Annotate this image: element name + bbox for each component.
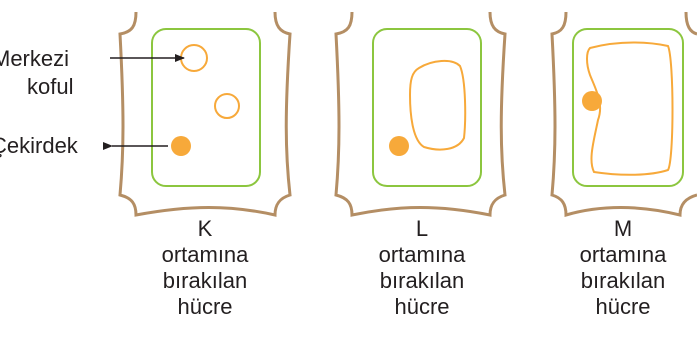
caption-l-line3: bırakılan bbox=[379, 268, 465, 293]
caption-l-letter: L bbox=[415, 216, 429, 241]
cell-k-membrane bbox=[151, 28, 261, 187]
vacuole-label-line1: Merkezi bbox=[0, 46, 70, 71]
cell-k-wall bbox=[118, 11, 292, 217]
cell-m-membrane bbox=[572, 28, 684, 187]
cell-l-nucleus bbox=[389, 136, 409, 156]
caption-k-line3: bırakılan bbox=[162, 268, 248, 293]
cell-l-vacuole bbox=[408, 60, 467, 151]
cell-k bbox=[118, 11, 292, 217]
nucleus-label: Çekirdek bbox=[0, 133, 78, 158]
caption-k-line4: hücre bbox=[177, 294, 233, 319]
cell-l-wall bbox=[334, 11, 507, 217]
cell-k-vacuole-1 bbox=[180, 44, 208, 72]
cell-l bbox=[334, 11, 507, 217]
caption-k-letter: K bbox=[197, 216, 213, 241]
cell-m-nucleus bbox=[582, 91, 602, 111]
caption-m-line3: bırakılan bbox=[580, 268, 666, 293]
cell-k-nucleus bbox=[171, 136, 191, 156]
cell-m-wall-right bbox=[684, 11, 697, 36]
caption-k-line2: ortamına bbox=[161, 242, 249, 267]
cell-l-membrane bbox=[372, 28, 482, 187]
caption-m-letter: M bbox=[613, 216, 633, 241]
caption-l-line4: hücre bbox=[394, 294, 450, 319]
caption-m-line2: ortamına bbox=[579, 242, 667, 267]
caption-l: L ortamına bırakılan hücre bbox=[352, 216, 492, 320]
cell-k-vacuole-2 bbox=[214, 93, 240, 119]
caption-l-line2: ortamına bbox=[378, 242, 466, 267]
cell-m bbox=[550, 11, 697, 218]
cell-m-vacuole bbox=[586, 41, 674, 176]
caption-m-line4: hücre bbox=[595, 294, 651, 319]
vacuole-label-line2: koful bbox=[27, 74, 74, 99]
cell-m-wall bbox=[550, 11, 697, 218]
caption-k: K ortamına bırakılan hücre bbox=[135, 216, 275, 320]
caption-m: M ortamına bırakılan hücre bbox=[553, 216, 693, 320]
